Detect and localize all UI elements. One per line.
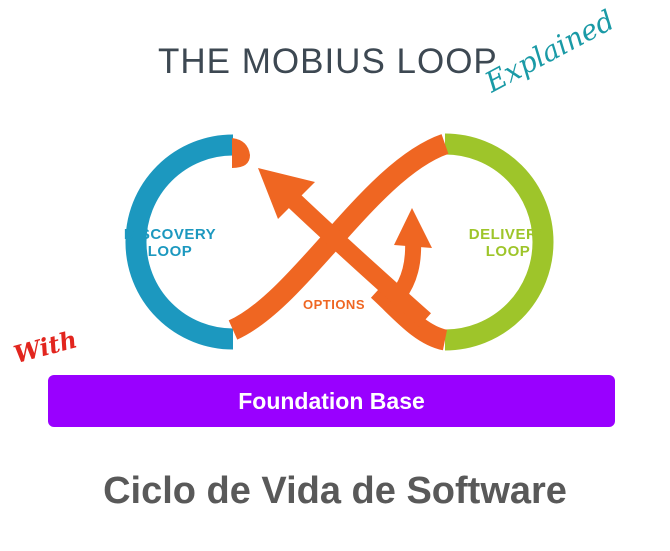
arrow-to-delivery bbox=[391, 239, 422, 301]
page-title: THE MOBIUS LOOP bbox=[158, 42, 498, 81]
discovery-label-line2: LOOP bbox=[147, 243, 193, 260]
delivery-label-line1: DELIVERY bbox=[468, 226, 548, 243]
discovery-loop-label: DISCOVERY LOOP bbox=[118, 226, 222, 260]
discovery-label-line1: DISCOVERY bbox=[123, 226, 217, 243]
arrow-to-discovery bbox=[278, 185, 431, 327]
arrow-to-delivery-head bbox=[394, 208, 432, 248]
delivery-loop-label: DELIVERY LOOP bbox=[458, 226, 558, 260]
options-label: OPTIONS bbox=[302, 297, 365, 312]
options-band-lower bbox=[370, 282, 448, 351]
discovery-loop-arc bbox=[125, 134, 234, 350]
foundation-base-label: Foundation Base bbox=[238, 387, 425, 414]
discovery-loop-tip bbox=[232, 138, 250, 168]
footer-caption: Ciclo de Vida de Software bbox=[103, 470, 567, 512]
delivery-loop-arc bbox=[444, 133, 554, 351]
arrow-to-discovery-head bbox=[258, 168, 315, 219]
delivery-label-line2: LOOP bbox=[485, 243, 531, 260]
foundation-base-banner: Foundation Base bbox=[48, 375, 615, 427]
